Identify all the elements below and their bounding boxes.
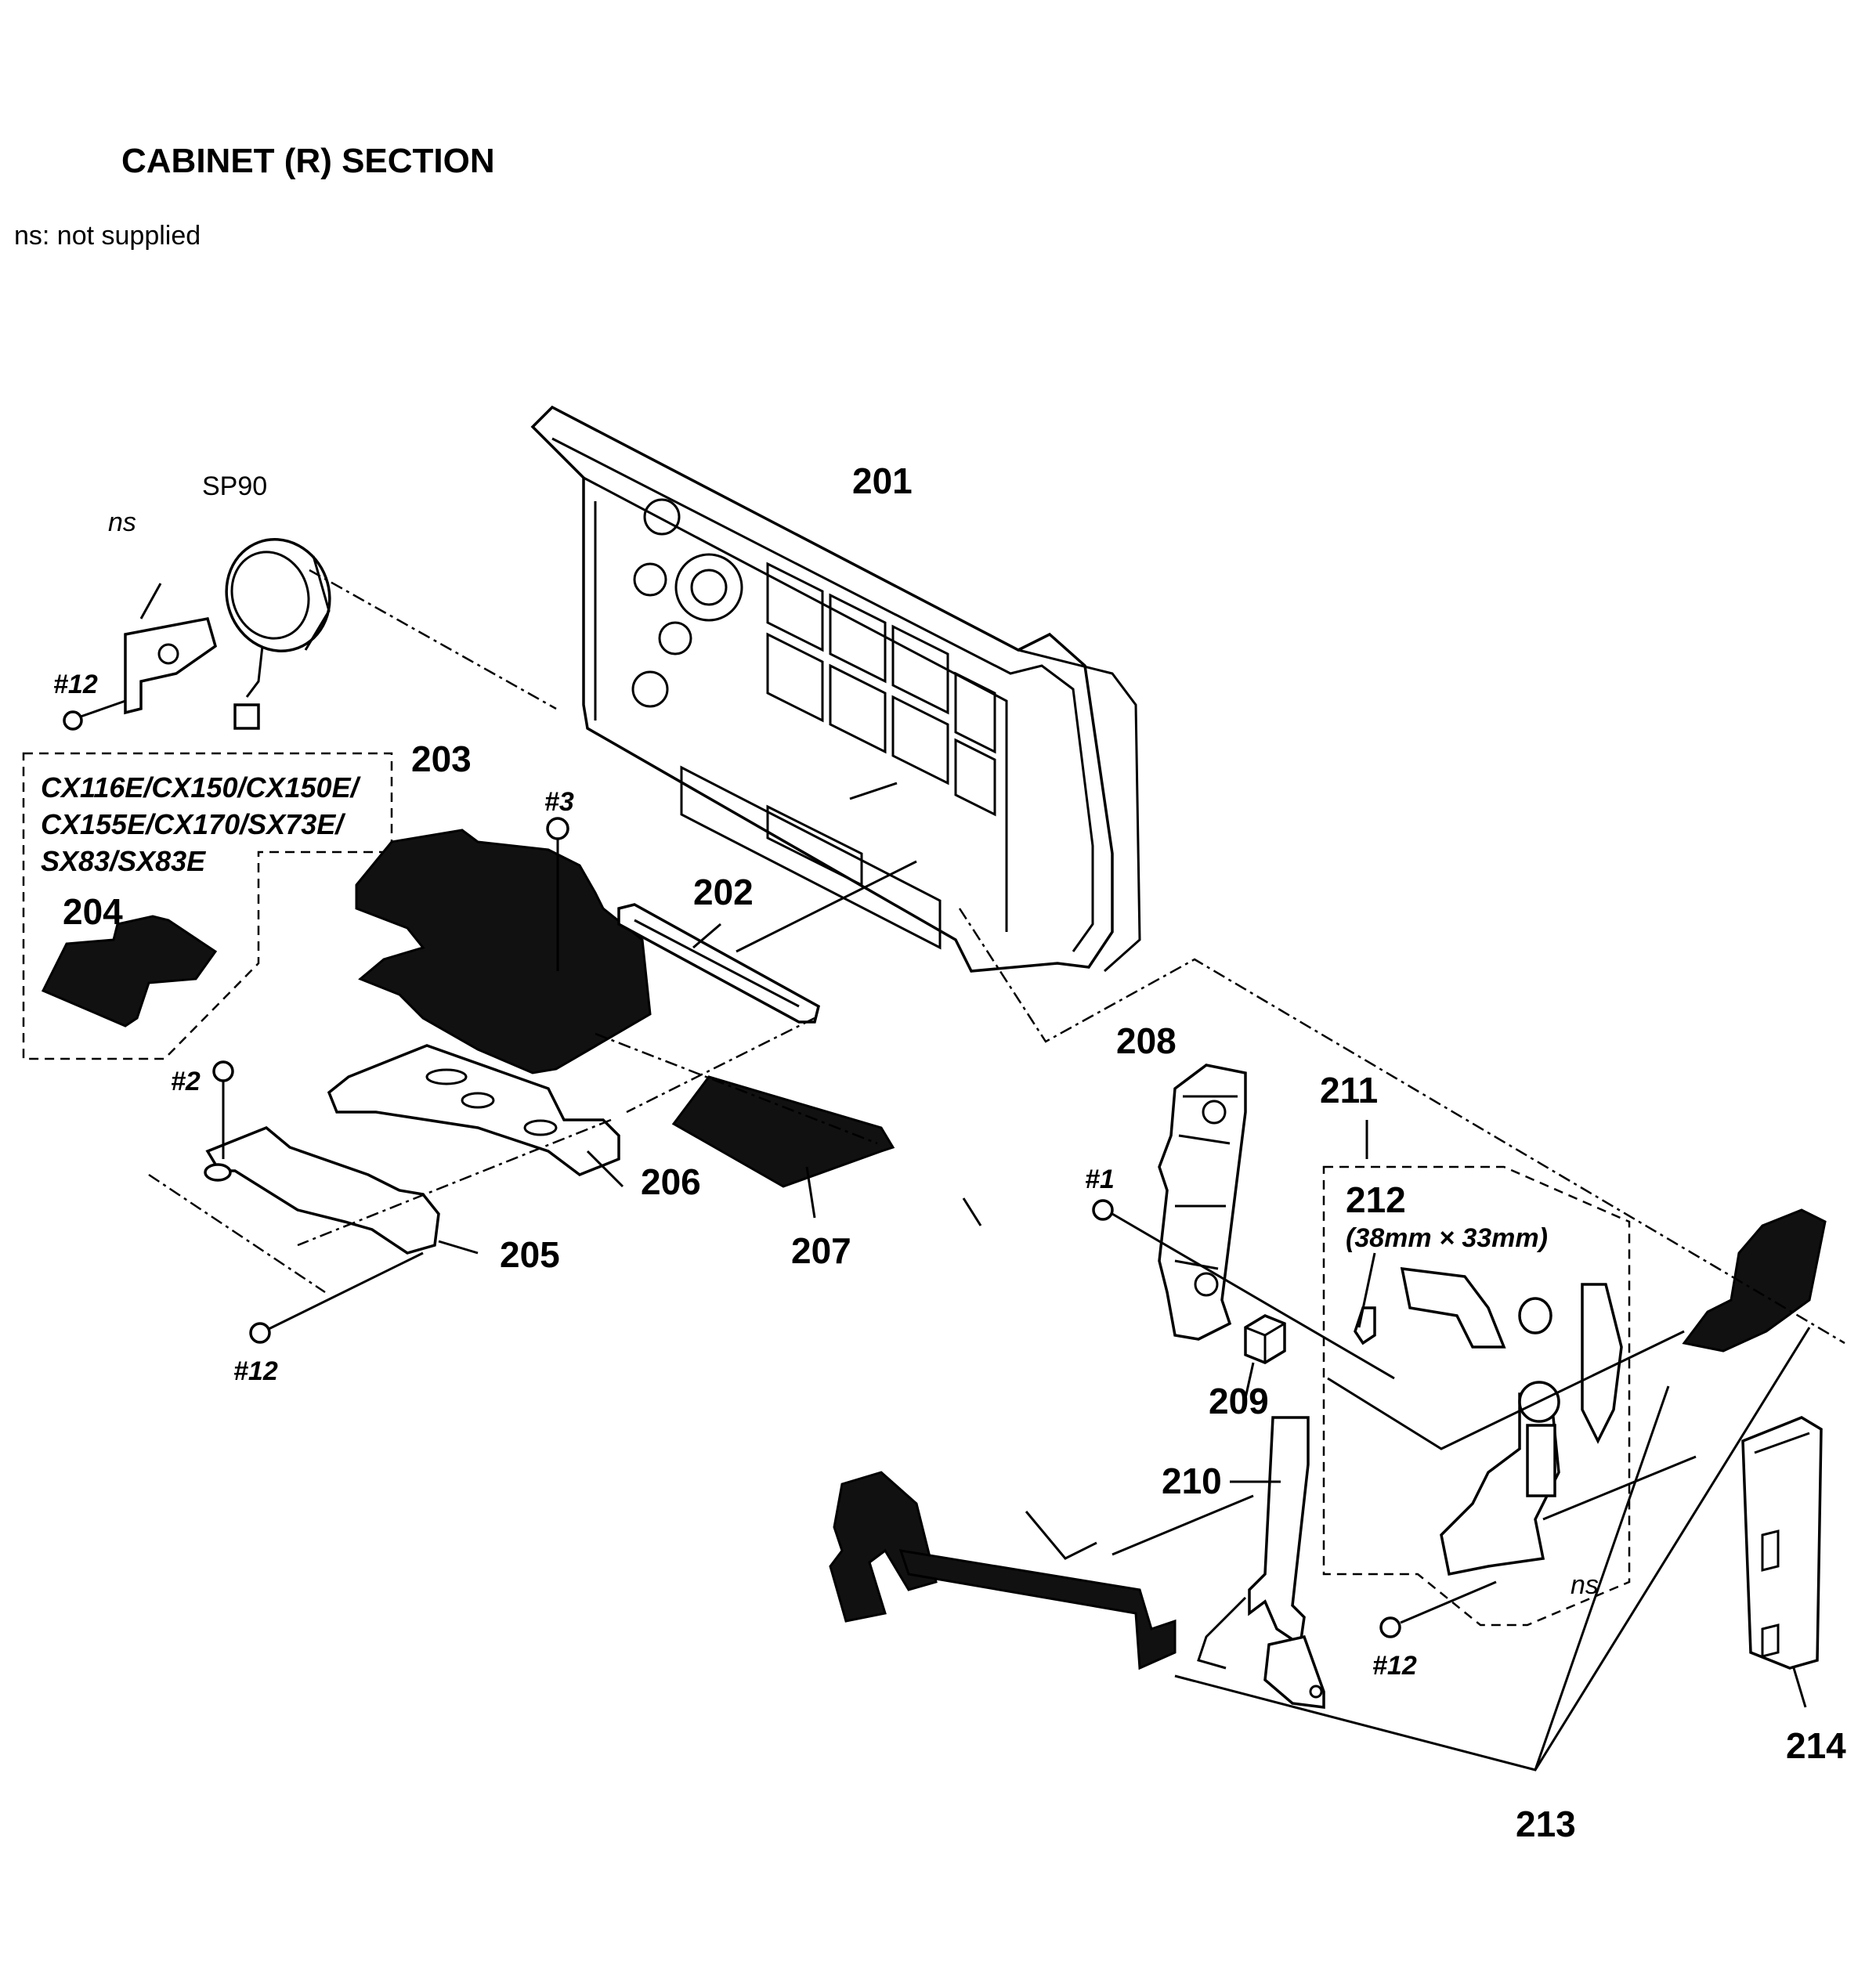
part-207-board	[671, 1075, 895, 1188]
speaker-bracket-ns	[124, 583, 218, 715]
leader-lines	[148, 569, 1845, 1771]
part-201-cabinet	[530, 405, 1141, 973]
speaker-sp90	[225, 538, 331, 730]
not-supplied-note: ns: not supplied	[14, 221, 201, 251]
part-203-main-board	[355, 829, 652, 1074]
part-209-block	[1244, 1314, 1286, 1364]
part-213-flex-cable	[829, 1208, 1827, 1670]
part-202	[617, 903, 821, 1024]
part-213-label: 213	[1516, 1804, 1576, 1844]
part-202-label: 202	[693, 872, 754, 912]
model-line-2: CX155E/CX170/SX73E/	[41, 808, 346, 840]
part-212-label: 212	[1346, 1179, 1406, 1220]
screw-1-label: #1	[1085, 1165, 1115, 1194]
model-line-1: CX116E/CX150/CX150E/	[41, 771, 362, 804]
screw-12-icon-c	[1379, 1580, 1497, 1638]
part-208	[1158, 1064, 1247, 1341]
part-206-bracket	[327, 1044, 620, 1176]
part-201-label: 201	[852, 460, 913, 501]
part-214-label: 214	[1786, 1725, 1846, 1766]
part-207-label: 207	[791, 1230, 851, 1271]
screw-12-icon-a	[63, 699, 126, 731]
part-211-label: 211	[1320, 1070, 1378, 1111]
screw-2-label: #2	[171, 1067, 201, 1096]
part-205-label: 205	[500, 1234, 560, 1275]
part-214	[1741, 1416, 1823, 1670]
part-212-bracket	[1354, 1266, 1623, 1576]
part-209-label: 209	[1209, 1381, 1269, 1421]
screw-3-icon	[546, 817, 569, 971]
sp90-label: SP90	[202, 471, 267, 501]
part-206-label: 206	[641, 1161, 701, 1202]
model-line-3: SX83/SX83E	[41, 845, 206, 877]
model-box	[22, 752, 393, 1060]
screw-2-icon	[212, 1060, 234, 1159]
part-204-board	[41, 915, 218, 1027]
screw-12-label-b: #12	[233, 1356, 278, 1386]
part-211-box	[1322, 1165, 1631, 1627]
part-208-label: 208	[1116, 1020, 1177, 1061]
screw-1-icon	[1092, 1199, 1114, 1221]
ns-label-212: ns	[1571, 1570, 1599, 1600]
part-203-label: 203	[411, 739, 472, 779]
diagram-title: CABINET (R) SECTION	[121, 142, 495, 180]
screw-12-label-c: #12	[1372, 1651, 1417, 1681]
part-210	[1248, 1416, 1325, 1709]
part-210-label: 210	[1162, 1461, 1222, 1501]
part-205	[204, 1125, 440, 1255]
screw-12-label-a: #12	[53, 670, 98, 699]
screw-12-icon-b	[249, 1251, 424, 1344]
size-212-label: (38mm × 33mm)	[1346, 1223, 1548, 1253]
ns-label-speaker: ns	[108, 507, 136, 537]
part-204-label: 204	[63, 891, 123, 932]
screw-3-label: #3	[544, 787, 574, 817]
